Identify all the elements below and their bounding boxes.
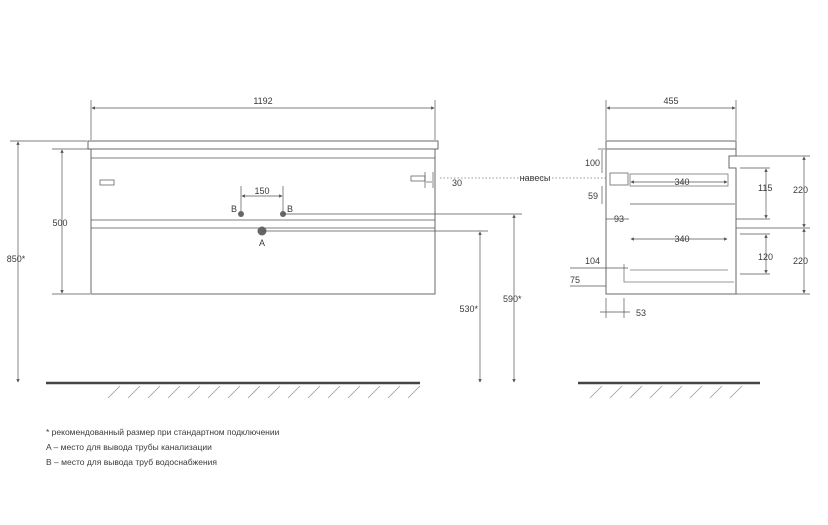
dim-59-label: 59 [588, 191, 598, 201]
water-supply-point-left [238, 211, 244, 217]
side-drawer-bottom [623, 264, 734, 283]
side-drawer-top [629, 173, 729, 187]
front-view: 1192 850* 500 150 B B A 30 530* 590* [7, 96, 522, 399]
water-supply-label-right: B [287, 204, 293, 214]
side-view: 455 340 340 100 59 93 104 75 53 115 [570, 96, 810, 399]
side-floor-hatch [589, 385, 743, 399]
dim-drawer-top-label: 340 [674, 177, 689, 187]
hinges-label: навесы [520, 173, 551, 183]
side-countertop [605, 140, 737, 150]
note-drain: A – место для вывода трубы канализации [46, 442, 212, 452]
front-floor-hatch [107, 385, 421, 399]
dim-220-top-label: 220 [793, 185, 808, 195]
drain-label: A [259, 238, 265, 248]
dim-100-label: 100 [585, 158, 600, 168]
dim-body-height-label: 500 [52, 218, 67, 228]
dim-590-label: 590* [503, 294, 522, 304]
dim-width-label: 1192 [253, 96, 272, 106]
dim-53-label: 53 [636, 308, 646, 318]
drawing-notes: * рекомендованный размер при стандартном… [46, 425, 279, 470]
front-cabinet-body [90, 148, 436, 295]
dim-93-label: 93 [614, 214, 624, 224]
dim-115-label: 115 [758, 183, 772, 193]
dim-drawer-bottom-label: 340 [674, 234, 689, 244]
dim-75-label: 75 [570, 275, 580, 285]
dim-120-label: 120 [758, 252, 773, 262]
dim-104-label: 104 [585, 256, 600, 266]
water-supply-label-left: B [231, 204, 237, 214]
dim-530-label: 530* [459, 304, 478, 314]
dim-hinge-offset-label: 30 [452, 178, 462, 188]
note-recommended: * рекомендованный размер при стандартном… [46, 427, 280, 437]
note-water-supply: B – место для вывода труб водоснабжения [46, 457, 217, 467]
front-hinge-left [99, 179, 115, 186]
dim-total-height-label: 850* [7, 254, 26, 264]
dim-pipe-spacing-label: 150 [254, 186, 269, 196]
side-hinge-mark [609, 172, 629, 186]
dim-depth-label: 455 [663, 96, 678, 106]
side-cabinet-body [605, 148, 737, 295]
front-countertop [87, 140, 439, 150]
dim-220-bottom-label: 220 [793, 256, 808, 266]
